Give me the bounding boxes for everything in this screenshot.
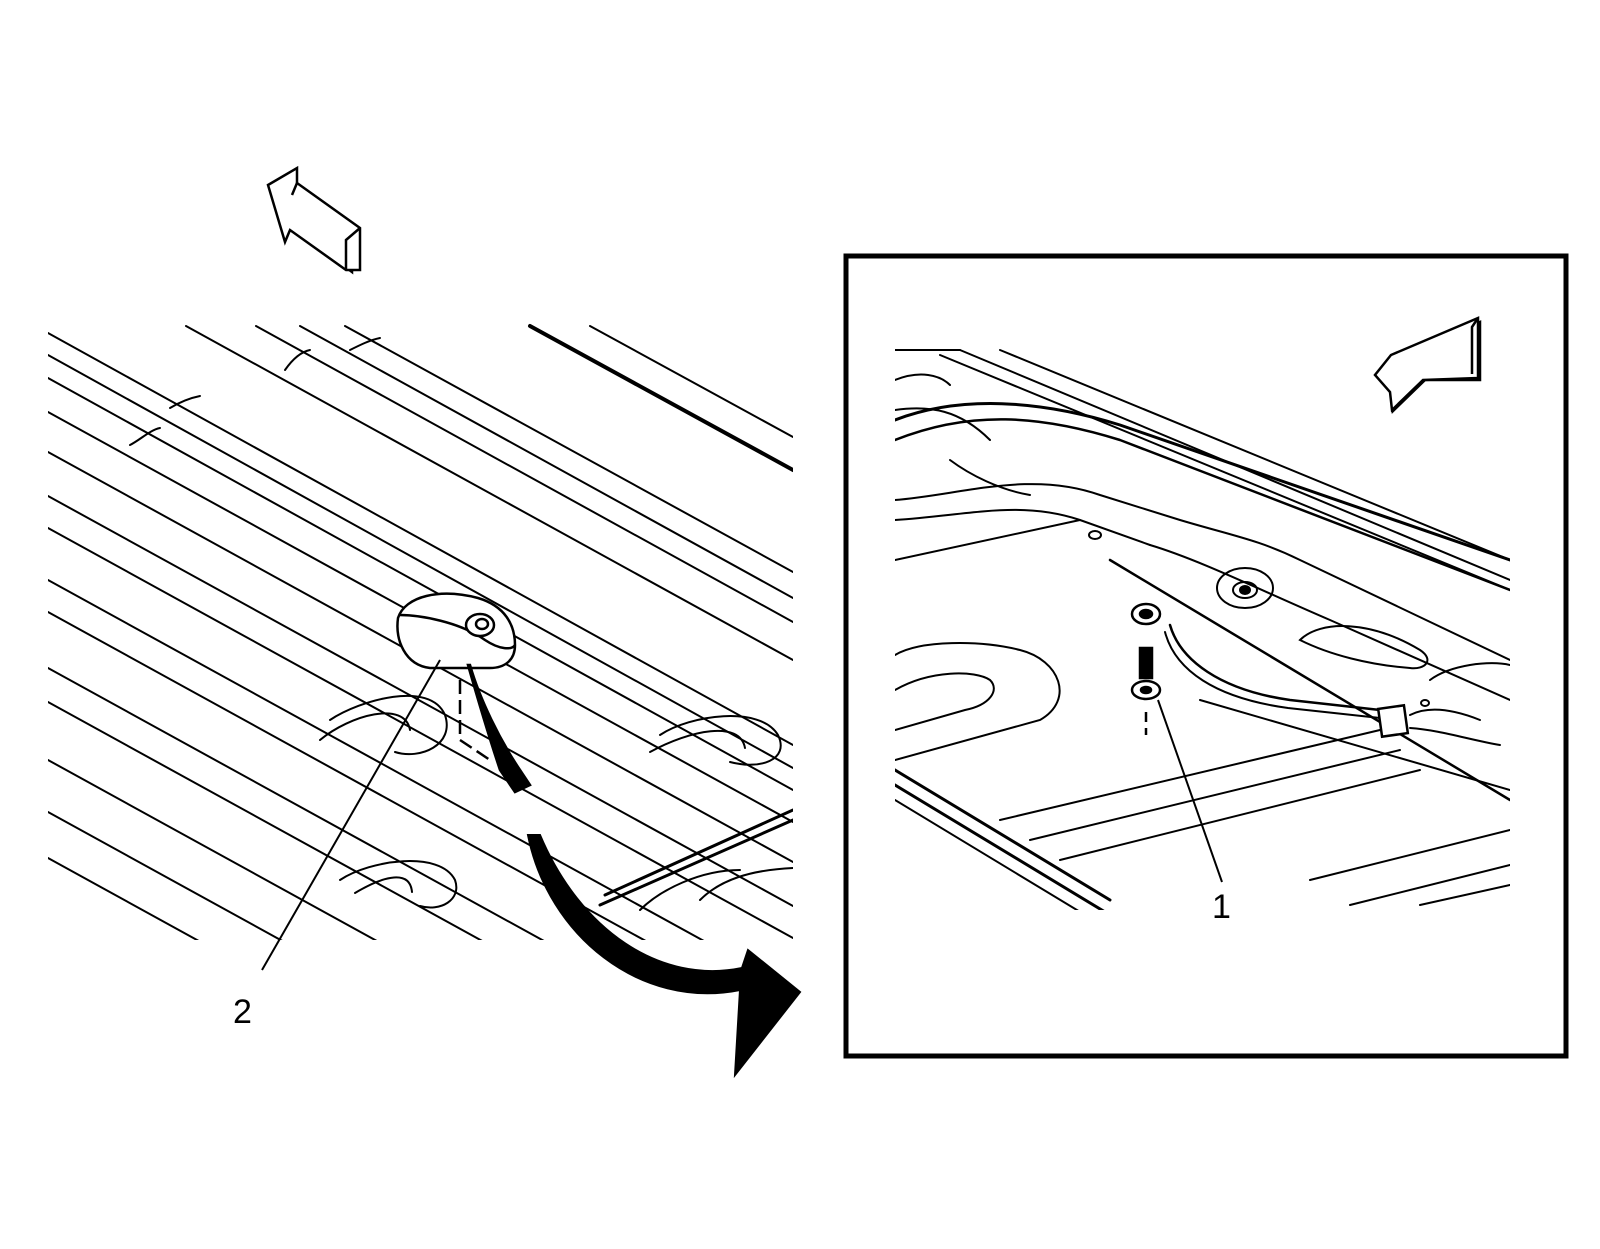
- roof-underside-detail: [895, 349, 1510, 910]
- detail-frame: [843, 253, 1569, 1059]
- callout-label-1: 1: [1212, 888, 1231, 926]
- bolt: [1130, 602, 1162, 735]
- front-direction-arrow-icon: [1373, 316, 1482, 414]
- roof-overview: [48, 324, 793, 940]
- leader-line-2: [261, 659, 441, 971]
- front-direction-arrow-icon: [266, 165, 362, 275]
- antenna: [396, 592, 532, 794]
- leader-line-1: [1157, 699, 1223, 883]
- callout-label-2: 2: [233, 993, 252, 1031]
- curved-arrow-icon: [526, 834, 802, 1079]
